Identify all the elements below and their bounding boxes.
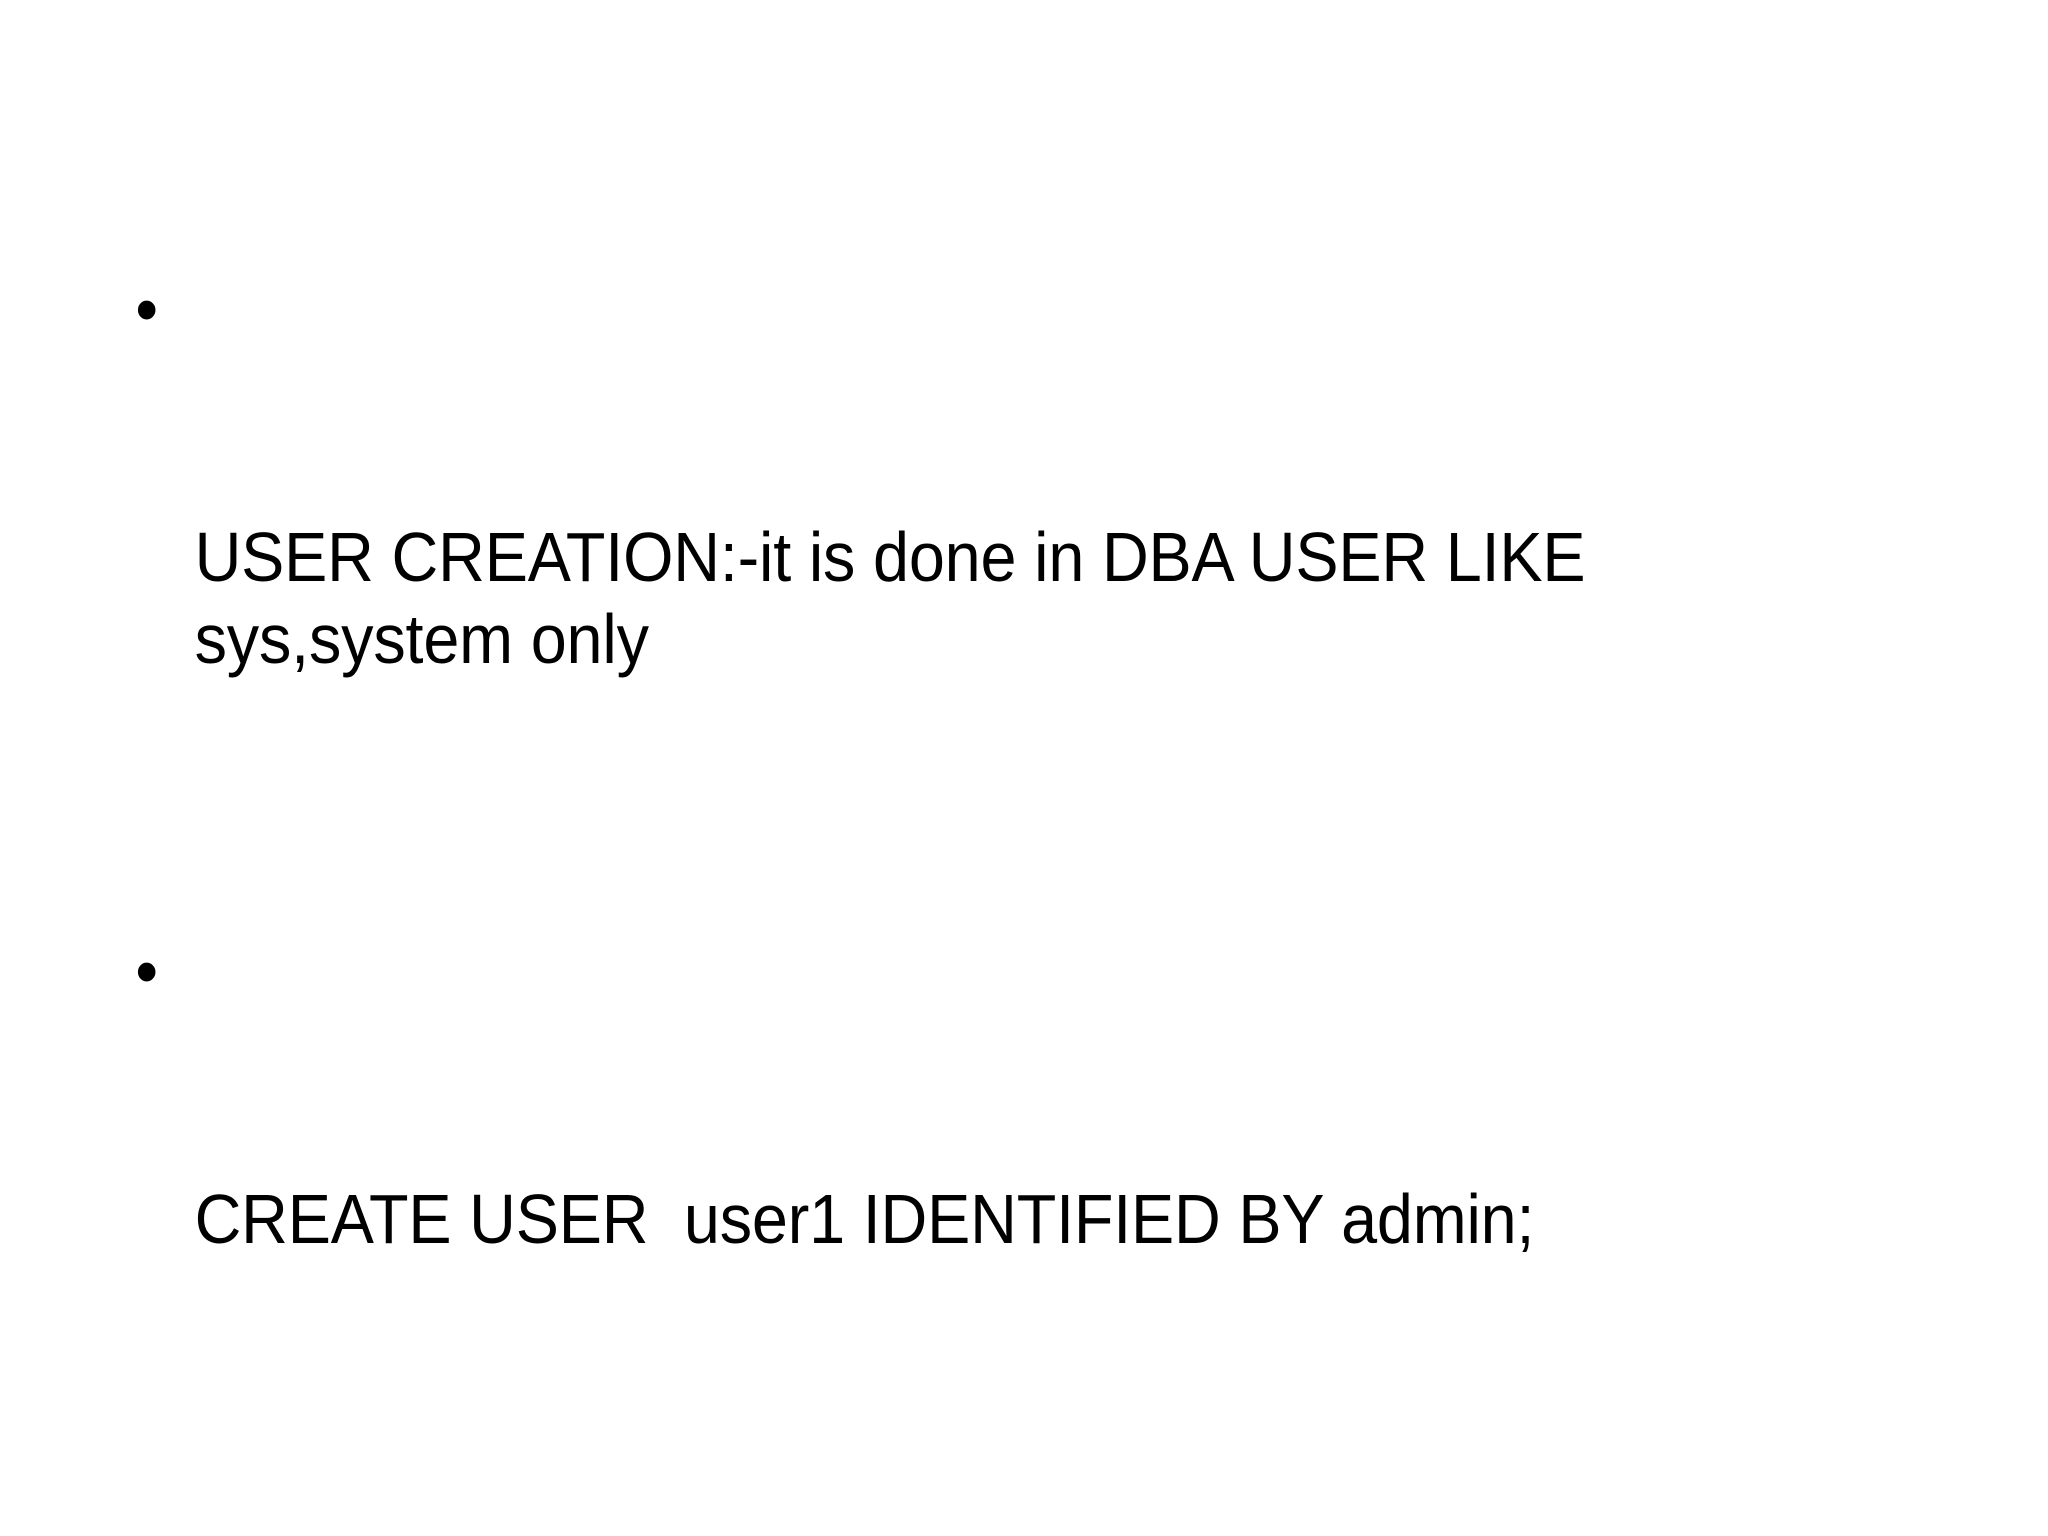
- list-item-text: USER CREATION:-it is done in DBA USER LI…: [194, 517, 1604, 679]
- list-item[interactable]: • GRANT CONNECT,RESOURCE TO user1;: [128, 1510, 1793, 1536]
- bullet-icon: •: [135, 1510, 172, 1536]
- body-text-placeholder[interactable]: • USER CREATION:-it is done in DBA USER …: [128, 268, 1928, 1536]
- list-item-text: CREATE USER user1 IDENTIFIED BY admin;: [194, 1179, 1535, 1258]
- list-item[interactable]: • USER CREATION:-it is done in DBA USER …: [128, 268, 1793, 846]
- bullet-icon: •: [135, 932, 158, 1011]
- list-item[interactable]: • CREATE USER user1 IDENTIFIED BY admin;: [128, 930, 1793, 1426]
- bullet-list: • USER CREATION:-it is done in DBA USER …: [128, 268, 1928, 1536]
- bullet-icon: •: [135, 270, 158, 348]
